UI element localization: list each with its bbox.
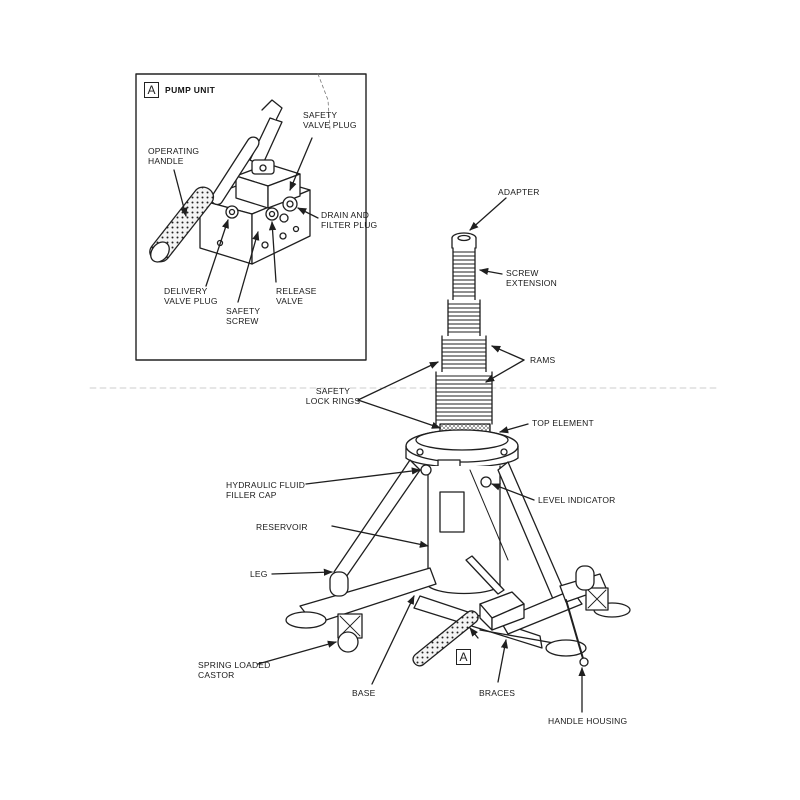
screw-threads (452, 247, 476, 301)
callout-a: A (456, 648, 471, 666)
label-line: HYDRAULIC FLUID (226, 480, 306, 490)
operating-lever (210, 99, 283, 206)
label-level-indicator: LEVEL INDICATOR (538, 495, 616, 505)
label-safety-valve-plug: SAFETY VALVE PLUG (303, 110, 357, 130)
level-indicator (480, 476, 492, 488)
label-line: VALVE PLUG (164, 296, 218, 306)
label-top-element: TOP ELEMENT (532, 418, 594, 428)
label-rams: RAMS (530, 355, 556, 365)
label-line: SPRING LOADED (198, 660, 271, 670)
label-line: SCREW (506, 268, 539, 278)
pump-body (199, 163, 311, 265)
label-line: EXTENSION (506, 278, 557, 288)
label-line: DRAIN AND (321, 210, 370, 220)
label-adapter: ADAPTER (498, 187, 540, 197)
label-base: BASE (352, 688, 376, 698)
label-line: FILLER CAP (226, 490, 277, 500)
jack-assembly (285, 232, 631, 667)
label-hydraulic-fluid-filler-cap: HYDRAULIC FLUID FILLER CAP (226, 480, 305, 500)
castors (285, 565, 631, 657)
label-drain-filter-plug: DRAIN AND FILTER PLUG (321, 210, 377, 230)
filler-cap (420, 464, 432, 476)
label-line: CASTOR (198, 670, 235, 680)
label-braces: BRACES (479, 688, 516, 698)
label-handle-housing: HANDLE HOUSING (548, 716, 628, 726)
label-spring-loaded-castor: SPRING LOADED CASTOR (198, 660, 271, 680)
label-line: OPERATING (148, 146, 200, 156)
label-safety-screw: SAFETY SCREW (226, 306, 260, 326)
inset-title: A PUMP UNIT (144, 82, 215, 98)
label-delivery-valve-plug: DELIVERY VALVE PLUG (164, 286, 218, 306)
pump-unit-inset (135, 73, 367, 361)
inset-title-text: PUMP UNIT (165, 85, 216, 95)
mounted-pump (412, 555, 525, 667)
label-screw-extension: SCREW EXTENSION (506, 268, 557, 288)
label-operating-handle: OPERATING HANDLE (148, 146, 199, 166)
label-line: SAFETY (315, 386, 351, 396)
label-line: VALVE (276, 296, 304, 306)
knurled-handle (149, 186, 215, 263)
label-line: LOCK RINGS (305, 396, 361, 406)
inset-letter-box: A (144, 82, 159, 98)
label-leg: LEG (250, 569, 268, 579)
label-release-valve: RELEASE VALVE (276, 286, 317, 306)
label-line: DELIVERY (164, 286, 208, 296)
label-line: SAFETY (303, 110, 338, 120)
valve-plugs (225, 196, 298, 223)
label-safety-lock-rings: SAFETY LOCK RINGS (298, 386, 368, 406)
label-line: SAFETY (226, 306, 261, 316)
label-line: RELEASE (276, 286, 317, 296)
ram-stack (435, 232, 493, 435)
handle-housing-tube (565, 599, 585, 663)
base-braces (299, 567, 607, 649)
label-line: FILTER PLUG (321, 220, 378, 230)
label-line: SCREW (226, 316, 259, 326)
top-element (405, 429, 519, 469)
callout-letter-box: A (456, 649, 471, 665)
label-line: VALVE PLUG (303, 120, 357, 130)
inset-frame (135, 73, 367, 361)
label-reservoir: RESERVOIR (256, 522, 308, 532)
label-line: HANDLE (148, 156, 184, 166)
leader-lines (257, 197, 586, 713)
